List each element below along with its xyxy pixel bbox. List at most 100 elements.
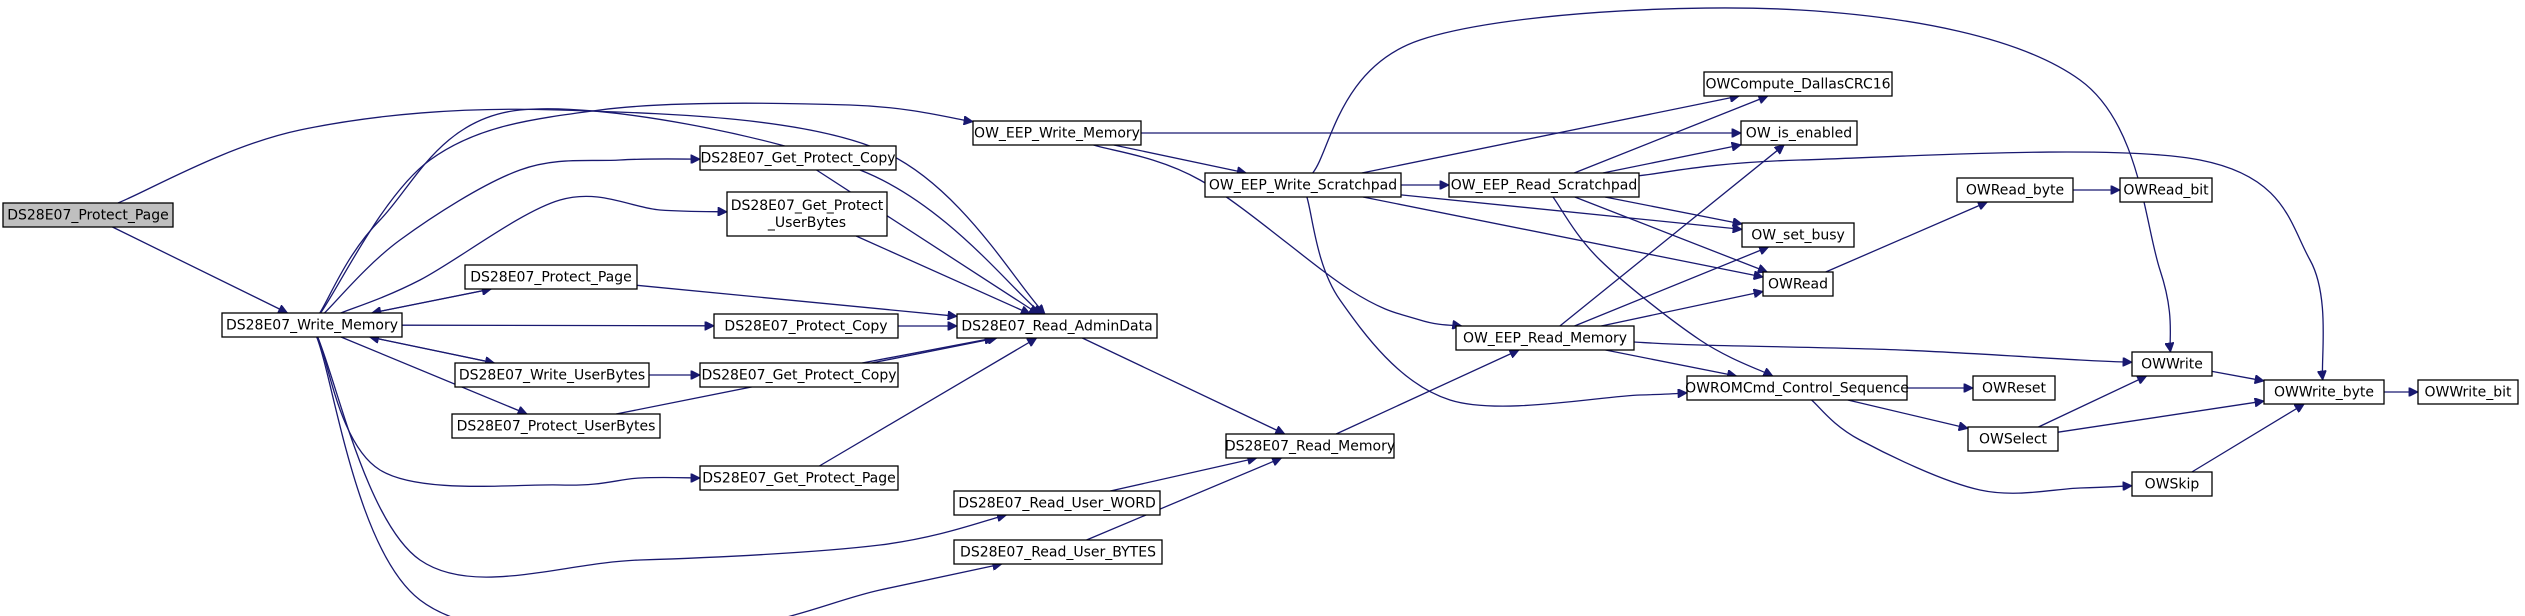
edge-owselect-to-owwrite xyxy=(2038,376,2146,428)
node-owromcmd-control[interactable]: OWROMCmd_Control_Sequence xyxy=(1685,375,1909,401)
node-label: OWRead_bit xyxy=(2123,183,2209,199)
node-label: DS28E07_Write_Memory xyxy=(226,318,398,334)
node-box xyxy=(2263,379,2385,405)
node-label: OWCompute_DallasCRC16 xyxy=(1705,77,1890,93)
node-label: DS28E07_Get_Protect_Page xyxy=(702,471,895,487)
node-label: DS28E07_Protect_Page xyxy=(7,208,169,224)
node-ds-protect-copy[interactable]: DS28E07_Protect_Copy xyxy=(713,313,899,339)
node-ds-read-user-word[interactable]: DS28E07_Read_User_WORD xyxy=(953,490,1161,516)
node-box xyxy=(699,362,899,388)
node-ds-protect-page-root[interactable]: DS28E07_Protect_Page xyxy=(2,202,174,228)
node-ds-get-protect-copy-a[interactable]: DS28E07_Get_Protect_Copy xyxy=(699,145,897,171)
node-label: OW_EEP_Write_Memory xyxy=(974,126,1140,142)
node-ds-read-admindata[interactable]: DS28E07_Read_AdminData xyxy=(956,313,1158,339)
edge-ow-eep-write-scratchpad-to-owcompute-crc16 xyxy=(1361,96,1739,174)
node-ow-set-busy[interactable]: OW_set_busy xyxy=(1741,222,1855,248)
node-owread-bit[interactable]: OWRead_bit xyxy=(2119,177,2213,203)
node-box xyxy=(1686,375,1908,401)
node-owreset[interactable]: OWReset xyxy=(1972,375,2056,401)
node-box xyxy=(2131,471,2213,497)
node-box xyxy=(2131,351,2213,377)
node-owskip[interactable]: OWSkip xyxy=(2131,471,2213,497)
node-owread[interactable]: OWRead xyxy=(1762,271,1834,297)
edge-ow-eep-read-scratchpad-to-owromcmd-control xyxy=(1552,196,1773,377)
edge-owread-to-owread-byte xyxy=(1825,202,1988,273)
node-label: DS28E07_Write_UserBytes xyxy=(459,368,645,384)
edge-ds-write-memory-to-ds-read-user-word xyxy=(316,336,1007,578)
edge-ow-eep-read-memory-to-ow-set-busy xyxy=(1574,247,1768,327)
edge-owromcmd-control-to-owskip xyxy=(1811,399,2132,494)
edge-ds-write-memory-to-ds-protect-userbytes xyxy=(340,336,527,414)
node-box xyxy=(953,539,1163,565)
edge-ow-eep-write-memory-to-ow-eep-read-memory xyxy=(1093,144,1462,326)
node-label: DS28E07_Protect_Copy xyxy=(724,319,887,335)
node-label: OW_EEP_Read_Memory xyxy=(1463,331,1627,347)
edge-ds-read-memory-to-ow-eep-read-memory xyxy=(1335,350,1519,435)
node-owselect[interactable]: OWSelect xyxy=(1967,426,2059,452)
edge-ow-eep-read-scratchpad-to-owread xyxy=(1574,196,1767,272)
edge-ow-eep-write-scratchpad-to-ow-set-busy xyxy=(1400,194,1742,229)
node-label: OWSelect xyxy=(1979,432,2048,448)
node-ow-eep-read-scratchpad[interactable]: OW_EEP_Read_Scratchpad xyxy=(1448,172,1640,198)
edge-ds-protect-page-root-to-ds-read-admindata xyxy=(117,108,1045,314)
node-box xyxy=(699,465,899,491)
node-ds-get-protect-copy-b[interactable]: DS28E07_Get_Protect_Copy xyxy=(699,362,899,388)
node-box xyxy=(1762,271,1834,297)
node-ds-get-protect-page[interactable]: DS28E07_Get_Protect_Page xyxy=(699,465,899,491)
node-label: DS28E07_Get_Protect xyxy=(731,198,884,214)
edge-ds-write-memory-to-ds-read-admindata xyxy=(319,108,1042,314)
edge-ow-eep-write-scratchpad-to-owread xyxy=(1362,196,1763,277)
edge-ds-write-memory-to-ow-eep-write-memory xyxy=(320,102,973,314)
edge-owskip-to-owwrite-byte xyxy=(2191,403,2304,473)
node-box xyxy=(1204,172,1402,198)
node-ds-protect-userbytes[interactable]: DS28E07_Protect_UserBytes xyxy=(451,413,661,439)
node-box xyxy=(464,264,638,290)
node-ow-eep-write-scratchpad[interactable]: OW_EEP_Write_Scratchpad xyxy=(1204,172,1402,198)
node-ow-eep-read-memory[interactable]: OW_EEP_Read_Memory xyxy=(1455,325,1635,351)
node-label: OWWrite_byte xyxy=(2274,385,2374,401)
node-label: DS28E07_Get_Protect_Copy xyxy=(700,151,895,167)
node-box xyxy=(2417,379,2519,405)
node-box xyxy=(1956,177,2074,203)
node-box xyxy=(454,362,650,388)
node-label: OWROMCmd_Control_Sequence xyxy=(1685,381,1909,397)
edge-ow-eep-read-scratchpad-to-owcompute-crc16 xyxy=(1573,96,1768,174)
node-ow-eep-write-memory[interactable]: OW_EEP_Write_Memory xyxy=(972,120,1142,146)
node-box xyxy=(713,313,899,339)
edge-owselect-to-owwrite-byte xyxy=(2057,401,2264,433)
node-label: DS28E07_Get_Protect_Copy xyxy=(701,368,896,384)
node-owread-byte[interactable]: OWRead_byte xyxy=(1956,177,2074,203)
node-box xyxy=(1740,120,1858,146)
edge-ow-eep-read-scratchpad-to-ow-is-enabled xyxy=(1602,145,1741,174)
node-ds-read-user-bytes[interactable]: DS28E07_Read_User_BYTES xyxy=(953,539,1163,565)
edge-ds-read-user-word-to-ds-read-memory xyxy=(1110,458,1256,492)
node-ds-get-protect-userbytes[interactable]: DS28E07_Get_Protect_UserBytes xyxy=(726,191,888,237)
node-label: OWRead_byte xyxy=(1966,183,2064,199)
node-box xyxy=(1703,71,1893,97)
edge-ow-eep-write-memory-to-ow-eep-write-scratchpad xyxy=(1113,144,1246,173)
edge-ow-eep-write-scratchpad-to-owwrite xyxy=(1312,7,2171,352)
edges-layer xyxy=(112,7,2418,616)
edge-ds-read-user-bytes-to-ds-read-memory xyxy=(1086,458,1282,541)
edge-ow-eep-read-memory-to-ow-is-enabled xyxy=(1559,145,1784,327)
node-label: OWWrite_bit xyxy=(2424,385,2512,401)
node-box xyxy=(953,490,1161,516)
node-ds-protect-page[interactable]: DS28E07_Protect_Page xyxy=(464,264,638,290)
node-label: OW_EEP_Write_Scratchpad xyxy=(1209,178,1397,194)
node-owwrite-bit[interactable]: OWWrite_bit xyxy=(2417,379,2519,405)
node-owcompute-crc16[interactable]: OWCompute_DallasCRC16 xyxy=(1703,71,1893,97)
node-owwrite[interactable]: OWWrite xyxy=(2131,351,2213,377)
node-owwrite-byte[interactable]: OWWrite_byte xyxy=(2263,379,2385,405)
node-label: _UserBytes xyxy=(767,215,846,231)
node-ds-read-memory[interactable]: DS28E07_Read_Memory xyxy=(1225,433,1395,459)
node-label: OW_is_enabled xyxy=(1746,126,1852,142)
node-box xyxy=(1741,222,1855,248)
node-ds-write-memory[interactable]: DS28E07_Write_Memory xyxy=(221,312,403,338)
node-ds-write-userbytes[interactable]: DS28E07_Write_UserBytes xyxy=(454,362,650,388)
node-ow-is-enabled[interactable]: OW_is_enabled xyxy=(1740,120,1858,146)
node-label: OW_set_busy xyxy=(1751,228,1845,244)
node-label: OWRead xyxy=(1768,277,1828,293)
node-box xyxy=(2119,177,2213,203)
